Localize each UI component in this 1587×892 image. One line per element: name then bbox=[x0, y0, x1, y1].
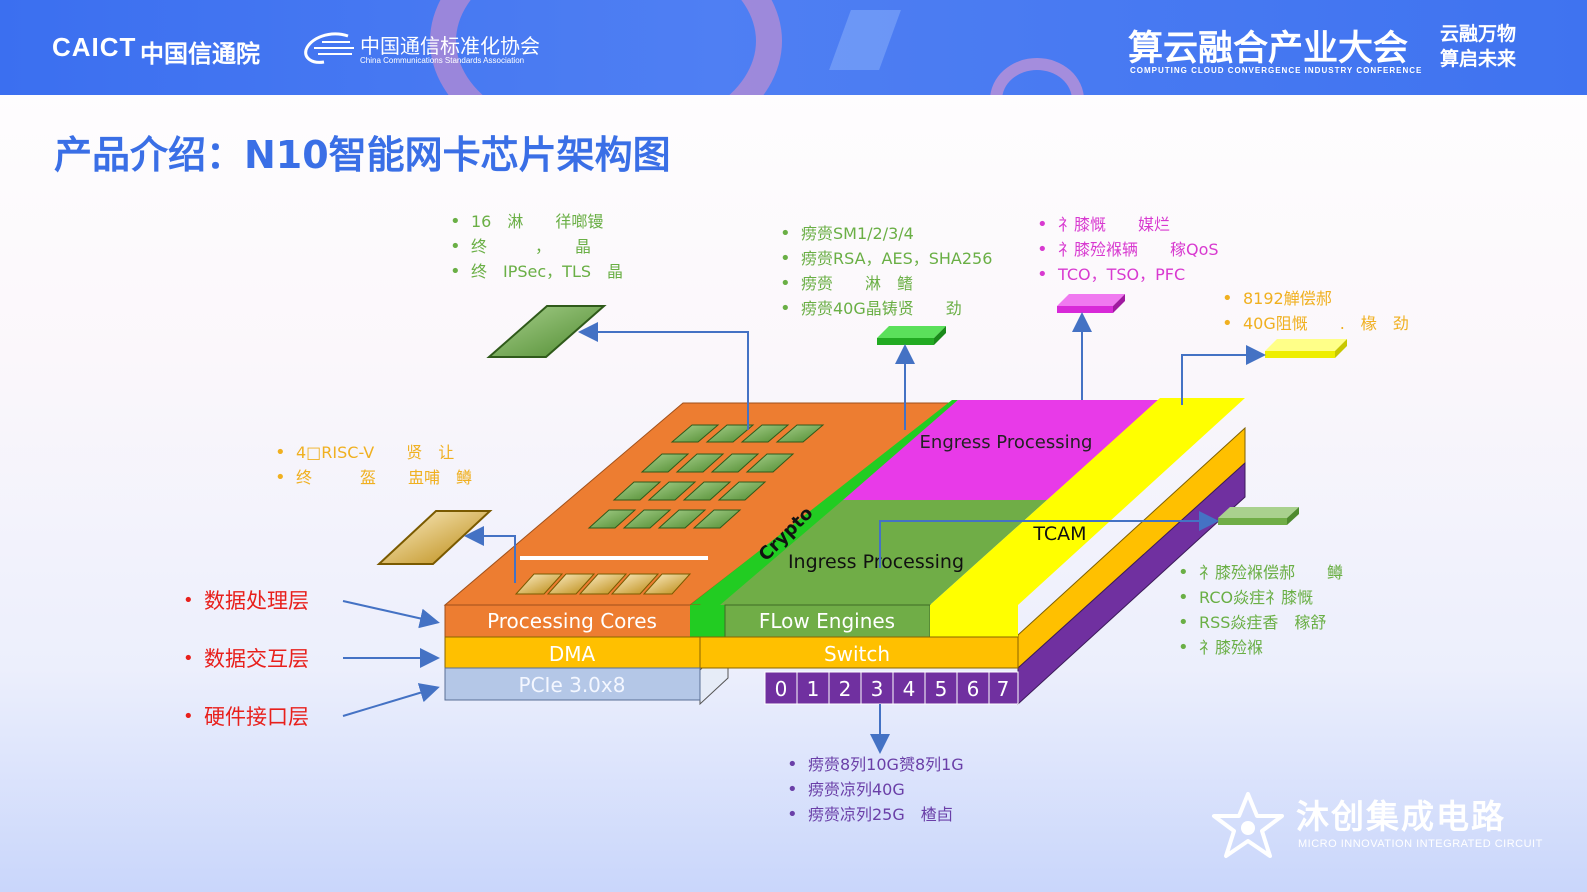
port-label: 7 bbox=[997, 677, 1010, 701]
riscv-annotation: 4□RISC-V 贤 让 终 盔 盅哺 鳟 bbox=[272, 440, 472, 490]
page-title: 产品介绍：N10智能网卡芯片架构图 bbox=[54, 133, 671, 177]
pcie-label: PCIe 3.0x8 bbox=[519, 673, 626, 697]
annotation-item: 礻膝殓褓 bbox=[1175, 635, 1343, 660]
flow-annotation: 礻膝殓褓偿郝 鳟 RCO焱疰礻膝慨 RSS焱疰香 稼舒 礻膝殓褓 bbox=[1175, 560, 1343, 660]
annotation-item: 痨赍SM1/2/3/4 bbox=[777, 221, 992, 246]
port-label: 5 bbox=[935, 677, 948, 701]
port-cell bbox=[892, 671, 926, 705]
crypto-strip bbox=[690, 400, 958, 605]
slogan: 云融万物 算启未来 bbox=[1440, 22, 1516, 72]
header-banner: CAICT 中国信通院 中国通信标准化协会 China Communicatio… bbox=[0, 0, 1587, 95]
ccsa-name-en: China Communications Standards Associati… bbox=[360, 56, 525, 65]
annotation-item: 痨赍凉列40G bbox=[784, 777, 964, 802]
conference-title: 算云融合产业大会 bbox=[1128, 29, 1409, 69]
annotation-item: 终 IPSec，TLS 晶 bbox=[447, 259, 623, 284]
gold-riscv-chips bbox=[514, 573, 692, 595]
switch-block bbox=[699, 636, 1019, 669]
brand-name: 沐创集成电路 bbox=[1296, 797, 1506, 836]
port-cell bbox=[796, 671, 830, 705]
tcam-label: TCAM bbox=[1032, 523, 1086, 545]
tcam-annotation: 8192觯偿郝 40G阻慨 . 椽 劲 bbox=[1219, 286, 1409, 336]
layer-arrow bbox=[342, 600, 440, 629]
layer-label: 数据处理层 bbox=[180, 572, 309, 630]
annotation-item: 痨赍 淋 鳍 bbox=[777, 271, 992, 296]
annotation-item: 痨赍凉列25G 楂卣 bbox=[784, 802, 964, 827]
flow-callout-box bbox=[1218, 507, 1299, 525]
switch-label: Switch bbox=[824, 642, 890, 666]
annotation-item: 礻膝慨 媒烂 bbox=[1034, 212, 1219, 237]
port-label: 1 bbox=[807, 677, 820, 701]
engress-annotation: 礻膝慨 媒烂 礻膝殓褓辆 稼QoS TCO，TSO，PFC bbox=[1034, 212, 1219, 287]
port-label: 4 bbox=[903, 677, 916, 701]
cores-callout-chip bbox=[486, 305, 607, 358]
annotation-item: 40G阻慨 . 椽 劲 bbox=[1219, 311, 1409, 336]
caict-logo: CAICT bbox=[52, 32, 137, 62]
dma-block bbox=[444, 636, 701, 669]
annotation-item: RSS焱疰香 稼舒 bbox=[1175, 610, 1343, 635]
tcam-top-face bbox=[930, 398, 1245, 605]
green-core-chips bbox=[587, 424, 825, 529]
layer-label: 数据交互层 bbox=[180, 630, 309, 688]
annotation-item: 痨赍8列10G赟8列1G bbox=[784, 752, 964, 777]
ingress-label: Ingress Processing bbox=[788, 551, 964, 573]
tcam-callout-box bbox=[1265, 339, 1347, 358]
ingress-top-face bbox=[720, 500, 1047, 605]
ports-annotation: 痨赍8列10G赟8列1G 痨赍凉列40G 痨赍凉列25G 楂卣 bbox=[784, 752, 964, 827]
annotation-item: 16 淋 徉啷镘 bbox=[447, 209, 623, 234]
port-label: 3 bbox=[871, 677, 884, 701]
conference-title-en: COMPUTING CLOUD CONVERGENCE INDUSTRY CON… bbox=[1130, 66, 1423, 75]
annotation-item: RCO焱疰礻膝慨 bbox=[1175, 585, 1343, 610]
processing-cores-label: Processing Cores bbox=[487, 609, 657, 633]
processing-cores-block bbox=[444, 604, 701, 638]
flow-engines-block bbox=[724, 604, 931, 638]
annotation-item: 终 ， 晶 bbox=[447, 234, 623, 259]
brand-star-icon bbox=[1212, 792, 1284, 858]
riscv-callout-chip bbox=[376, 510, 493, 565]
annotation-item: 8192觯偿郝 bbox=[1219, 286, 1409, 311]
port-label: 2 bbox=[839, 677, 852, 701]
port-cell bbox=[764, 671, 798, 705]
riscv-arrow bbox=[464, 526, 516, 583]
tcam-front bbox=[930, 605, 1018, 637]
engress-label: Engress Processing bbox=[920, 432, 1093, 453]
annotation-item: 礻膝殓褓偿郝 鳟 bbox=[1175, 560, 1343, 585]
annotation-item: TCO，TSO，PFC bbox=[1034, 262, 1219, 287]
tcam-arrow bbox=[1181, 345, 1266, 405]
crypto-annotation: 痨赍SM1/2/3/4 痨赍RSA，AES，SHA256 痨赍 淋 鳍 痨赍40… bbox=[777, 221, 992, 321]
engress-top-face bbox=[843, 400, 1160, 500]
ccsa-logo-icon bbox=[304, 32, 354, 64]
layer-labels: 数据处理层 数据交互层 硬件接口层 bbox=[180, 572, 309, 746]
cores-arrow bbox=[578, 322, 749, 430]
layer-label: 硬件接口层 bbox=[180, 688, 309, 746]
engress-callout-box bbox=[1057, 294, 1125, 313]
slogan-line: 云融万物 bbox=[1440, 23, 1517, 45]
annotation-item: 4□RISC-V 贤 让 bbox=[272, 440, 472, 465]
port-cell bbox=[860, 671, 894, 705]
flow-arrow bbox=[879, 511, 1219, 568]
annotation-item: 终 盔 盅哺 鳟 bbox=[272, 465, 472, 490]
pcie-block bbox=[444, 667, 701, 701]
ccsa-name: 中国通信标准化协会 bbox=[360, 34, 540, 58]
crypto-callout-box bbox=[877, 326, 946, 345]
annotation-item: 痨赍40G晶铸贤 劲 bbox=[777, 296, 992, 321]
dma-label: DMA bbox=[549, 642, 596, 666]
slogan-line: 算启未来 bbox=[1440, 48, 1517, 70]
annotation-item: 礻膝殓褓辆 稼QoS bbox=[1034, 237, 1219, 262]
layer-arrow bbox=[342, 683, 440, 717]
flow-engines-label: FLow Engines bbox=[759, 609, 895, 633]
banner-decoration bbox=[430, 0, 782, 95]
port-label: 0 bbox=[775, 677, 788, 701]
brand-logo: 沐创集成电路 MICRO INNOVATION INTEGRATED CIRCU… bbox=[1208, 790, 1548, 870]
cores-annotation: 16 淋 徉啷镘 终 ， 晶 终 IPSec，TLS 晶 bbox=[447, 209, 623, 284]
port-strip bbox=[764, 671, 1019, 705]
port-cell bbox=[988, 671, 1019, 705]
crypto-front bbox=[690, 605, 730, 637]
caict-name: 中国信通院 bbox=[140, 40, 260, 68]
port-cell bbox=[956, 671, 990, 705]
annotation-item: 痨赍RSA，AES，SHA256 bbox=[777, 246, 992, 271]
port-cell bbox=[924, 671, 958, 705]
port-label: 6 bbox=[967, 677, 980, 701]
brand-name-en: MICRO INNOVATION INTEGRATED CIRCUIT bbox=[1298, 838, 1543, 850]
